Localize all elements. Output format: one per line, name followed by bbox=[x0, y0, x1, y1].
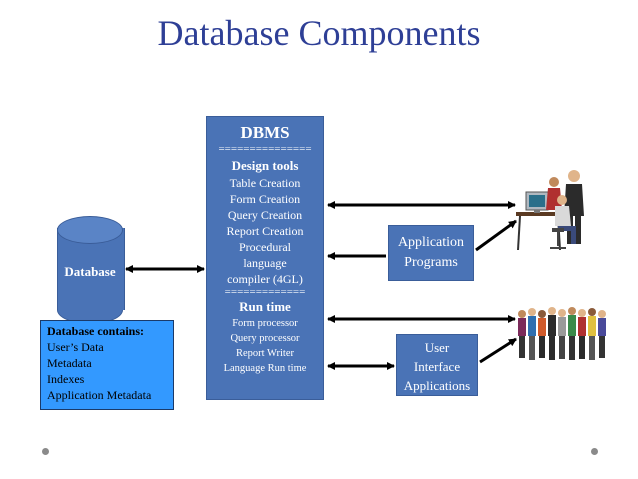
design-tools-heading: Design tools bbox=[231, 158, 299, 173]
design-tool-item: Table Creation bbox=[229, 176, 301, 190]
user-interface-line: Interface bbox=[413, 359, 461, 374]
database-contains-item: User’s Data bbox=[47, 340, 104, 354]
database-contains-item: Metadata bbox=[47, 356, 92, 370]
application-programs-box: Application Programs bbox=[388, 225, 474, 281]
slide-decoration-dot-left bbox=[42, 448, 49, 455]
runtime-heading: Run time bbox=[239, 299, 291, 314]
design-tool-item: Form Creation bbox=[229, 192, 301, 206]
runtime-item: Query processor bbox=[230, 333, 300, 344]
database-contains-box: Database contains: User’s Data Metadata … bbox=[40, 320, 174, 410]
application-programs-line: Application bbox=[397, 235, 465, 250]
database-contains-item: Application Metadata bbox=[47, 388, 152, 402]
design-tool-item: Report Creation bbox=[226, 224, 304, 238]
arrow-uia-crowd bbox=[479, 337, 517, 364]
design-tool-item: language bbox=[243, 256, 287, 270]
application-programs-line: Programs bbox=[404, 255, 458, 270]
arrow-app-to-users bbox=[475, 219, 517, 252]
database-contains-heading: Database contains: bbox=[47, 324, 145, 338]
design-tool-item: compiler (4GL) bbox=[227, 272, 303, 286]
user-interface-line: Applications bbox=[403, 378, 471, 393]
runtime-item: Language Run time bbox=[223, 363, 307, 374]
dbms-box: DBMS =============== Design tools Table … bbox=[206, 116, 324, 400]
database-cylinder-top bbox=[57, 216, 123, 244]
database-label: Database bbox=[64, 264, 116, 279]
runtime-item: Report Writer bbox=[236, 348, 294, 359]
database-contains-item: Indexes bbox=[47, 372, 85, 386]
design-tool-item: Query Creation bbox=[227, 208, 303, 222]
page-title: Database Components bbox=[157, 13, 481, 53]
dbms-heading: DBMS bbox=[240, 123, 290, 142]
office-workers-icon bbox=[516, 170, 584, 251]
design-tool-item: Procedural bbox=[239, 240, 291, 254]
dbms-separator: =============== bbox=[218, 144, 312, 154]
slide-decoration-dot-right bbox=[591, 448, 598, 455]
dbms-separator: ============= bbox=[224, 287, 306, 297]
runtime-item: Form processor bbox=[232, 318, 298, 329]
user-interface-box: User Interface Applications bbox=[396, 334, 478, 396]
user-interface-line: User bbox=[424, 340, 450, 355]
crowd-of-people-icon bbox=[518, 307, 606, 360]
